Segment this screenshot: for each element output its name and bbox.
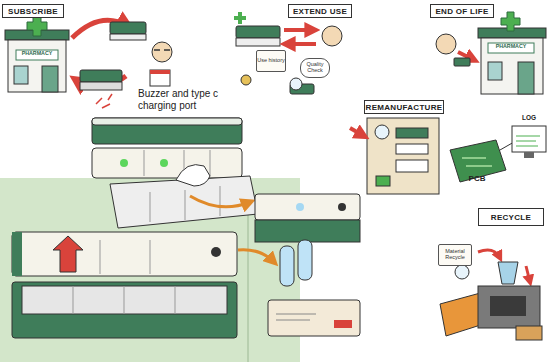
pillbox-lid (236, 26, 280, 38)
lid-strip (12, 232, 22, 276)
red-arrow (286, 42, 316, 46)
pharmacy-building (8, 40, 66, 92)
divider-line (248, 190, 249, 362)
button (211, 247, 221, 257)
pill-tray (110, 176, 258, 228)
compartment-lines (73, 286, 175, 314)
door (42, 66, 58, 92)
indicator-light (120, 159, 128, 167)
lid-lines (100, 240, 150, 274)
node-text: Quality Check (301, 62, 329, 74)
stage-heading: EXTEND USE (288, 4, 352, 18)
pharmacy-cross (27, 16, 47, 36)
calendar-top (150, 70, 170, 74)
pillbox-lid (396, 128, 428, 138)
pillbox-part (396, 144, 428, 154)
pillbox-display (255, 194, 360, 220)
pillbox (454, 58, 470, 66)
orange-arrow (190, 196, 250, 207)
button (338, 203, 346, 211)
part-label: PCB (462, 174, 492, 186)
hand (176, 165, 210, 186)
monitor-stand (524, 152, 534, 158)
stage-heading: REMANUFACTURE (364, 100, 444, 114)
pharmacy-sign (488, 43, 534, 53)
stage-heading: SUBSCRIBE (2, 4, 64, 18)
monitor (512, 126, 546, 152)
output-bin (516, 326, 542, 340)
node-text: REMANUFACTURE (366, 103, 443, 112)
red-arrow (284, 28, 314, 32)
pharmacy-sign-text: PHARMACY (488, 43, 534, 53)
pill-compartments (22, 286, 227, 314)
node-text: END OF LIFE (435, 7, 488, 16)
node-text: Use history (257, 58, 285, 64)
orange-arrow (238, 250, 274, 262)
pharmacy-cross (501, 12, 520, 31)
info-bubble: Quality Check (300, 58, 330, 78)
pharmacy-sign (16, 50, 58, 60)
window (14, 66, 28, 84)
plus-symbol (234, 12, 246, 24)
glasses (154, 49, 170, 51)
pharmacy-sign-text: PHARMACY (16, 50, 58, 60)
person-face (322, 26, 342, 46)
person-face (436, 34, 456, 54)
node-text: RECYCLE (491, 213, 531, 222)
pillbox-body (255, 220, 360, 242)
red-up-arrow (53, 236, 83, 272)
stage-heading: END OF LIFE (430, 4, 494, 18)
pillbox-lid (80, 70, 122, 82)
indicator-light (296, 203, 304, 211)
red-arrow (350, 128, 364, 136)
magnifier (375, 125, 389, 139)
pillbox-body (12, 282, 237, 338)
pillbox-body (236, 38, 280, 46)
battery (280, 246, 294, 286)
node-text: EXTEND USE (293, 7, 347, 16)
pillbox-lid (92, 118, 242, 144)
pillbox-body (80, 82, 122, 90)
pcb-traces (462, 158, 492, 166)
pillbox-lid-open (12, 232, 237, 276)
pillbox-lid (110, 22, 146, 34)
annotation: Buzzer and type c charging port (138, 88, 250, 116)
pillbox-part (396, 160, 428, 172)
node-text: SUBSCRIBE (8, 7, 58, 16)
label-mark (334, 320, 352, 328)
pillbox-display (92, 148, 242, 178)
coin (241, 75, 251, 85)
machine-opening (490, 296, 526, 316)
stage-heading: RECYCLE (478, 208, 544, 226)
door (518, 62, 534, 94)
sound-marks (96, 94, 112, 108)
pillbox-body (110, 34, 146, 40)
recycling-machine (478, 286, 540, 328)
magnifier (455, 265, 469, 279)
pcb-part (376, 176, 390, 186)
recycle-cup (498, 262, 518, 284)
battery (298, 240, 312, 280)
calendar (150, 70, 170, 86)
lid-top (92, 118, 242, 125)
info-card: Material Recycle (438, 244, 472, 266)
red-arrow (526, 266, 530, 282)
red-arrow (478, 250, 500, 258)
pharmacy-building (481, 38, 543, 94)
node-text: Material Recycle (439, 249, 471, 261)
window (488, 62, 502, 80)
indicator-light (160, 159, 168, 167)
label-card (268, 300, 360, 336)
magnifier (290, 78, 302, 90)
log-lines (516, 136, 540, 146)
info-card: Use history (256, 50, 286, 72)
label-lines (276, 314, 316, 320)
person-face (152, 42, 172, 62)
part-label: LOG (514, 114, 544, 124)
work-board (367, 118, 439, 194)
